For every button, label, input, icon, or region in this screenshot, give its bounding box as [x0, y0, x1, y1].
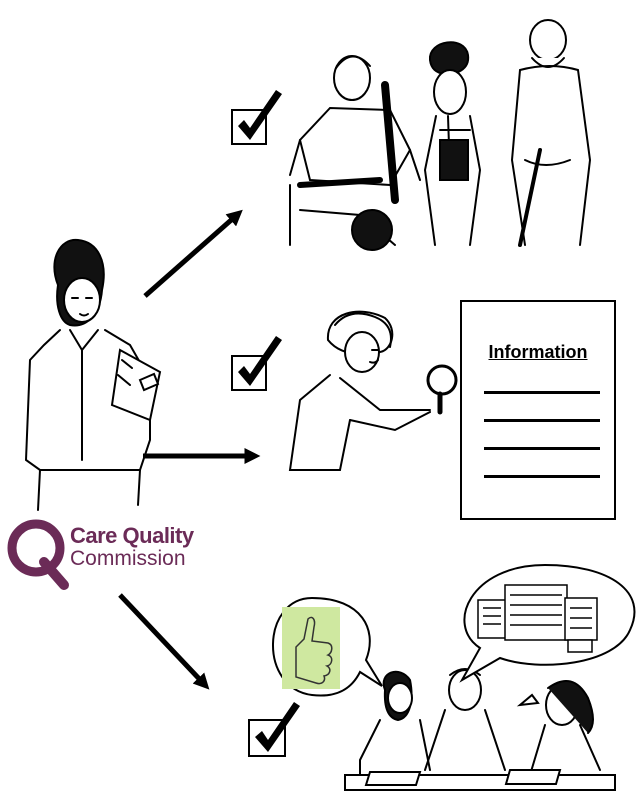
- inspector-figure: [24, 238, 162, 511]
- logo-text-line1: Care Quality: [70, 523, 194, 548]
- cqc-logo-mark: [7, 519, 69, 590]
- logo-text-line2: Commission: [70, 547, 186, 570]
- thumbs-up-card: [282, 607, 340, 689]
- information-title: Information: [488, 342, 588, 362]
- people-group-top: [289, 19, 592, 251]
- checkbox-icon-bottom: [248, 702, 300, 757]
- document-line: [484, 391, 600, 394]
- information-document: Information: [460, 300, 616, 520]
- meeting-group: [344, 668, 616, 791]
- document-line: [484, 475, 600, 478]
- investigator-figure: [288, 310, 458, 471]
- checkbox-icon-middle: [231, 336, 282, 391]
- thumbs-up-icon: [295, 616, 333, 685]
- document-line: [484, 419, 600, 422]
- hospital-icon: [477, 584, 598, 653]
- arrow-to-people: [143, 209, 243, 298]
- checkbox-icon-top: [231, 90, 282, 145]
- arrow-to-meeting: [118, 593, 210, 690]
- document-line: [484, 447, 600, 450]
